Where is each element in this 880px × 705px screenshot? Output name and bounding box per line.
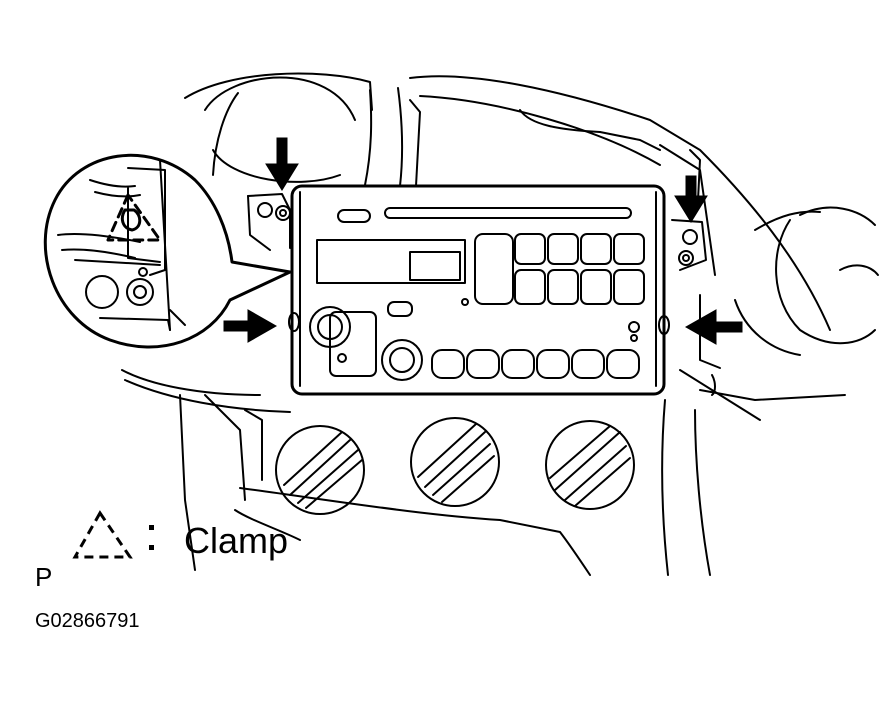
right-vent [734, 206, 879, 356]
dashboard-outline [121, 72, 846, 576]
lower-vent-right [545, 420, 635, 510]
callout-arrow-right [684, 309, 743, 345]
callout-arrow-top-left [265, 137, 299, 191]
right-mounting-screw [671, 219, 707, 271]
clamp-legend-icon [72, 510, 133, 559]
detail-clamp-marker [106, 193, 162, 242]
callout-arrow-top-right [674, 175, 708, 223]
upper-vent-left [204, 76, 356, 183]
left-mounting-screw [247, 193, 291, 251]
legend-colon [149, 525, 154, 550]
figure-code: G02866791 [35, 610, 140, 632]
detail-magnifier [43, 153, 292, 349]
page-marker: P [35, 562, 53, 592]
lower-vent-left [275, 425, 365, 515]
callout-arrow-left [223, 309, 278, 343]
legend-label: Clamp [184, 520, 289, 561]
radio-head-unit [288, 184, 670, 396]
lower-vent-middle [410, 417, 500, 507]
